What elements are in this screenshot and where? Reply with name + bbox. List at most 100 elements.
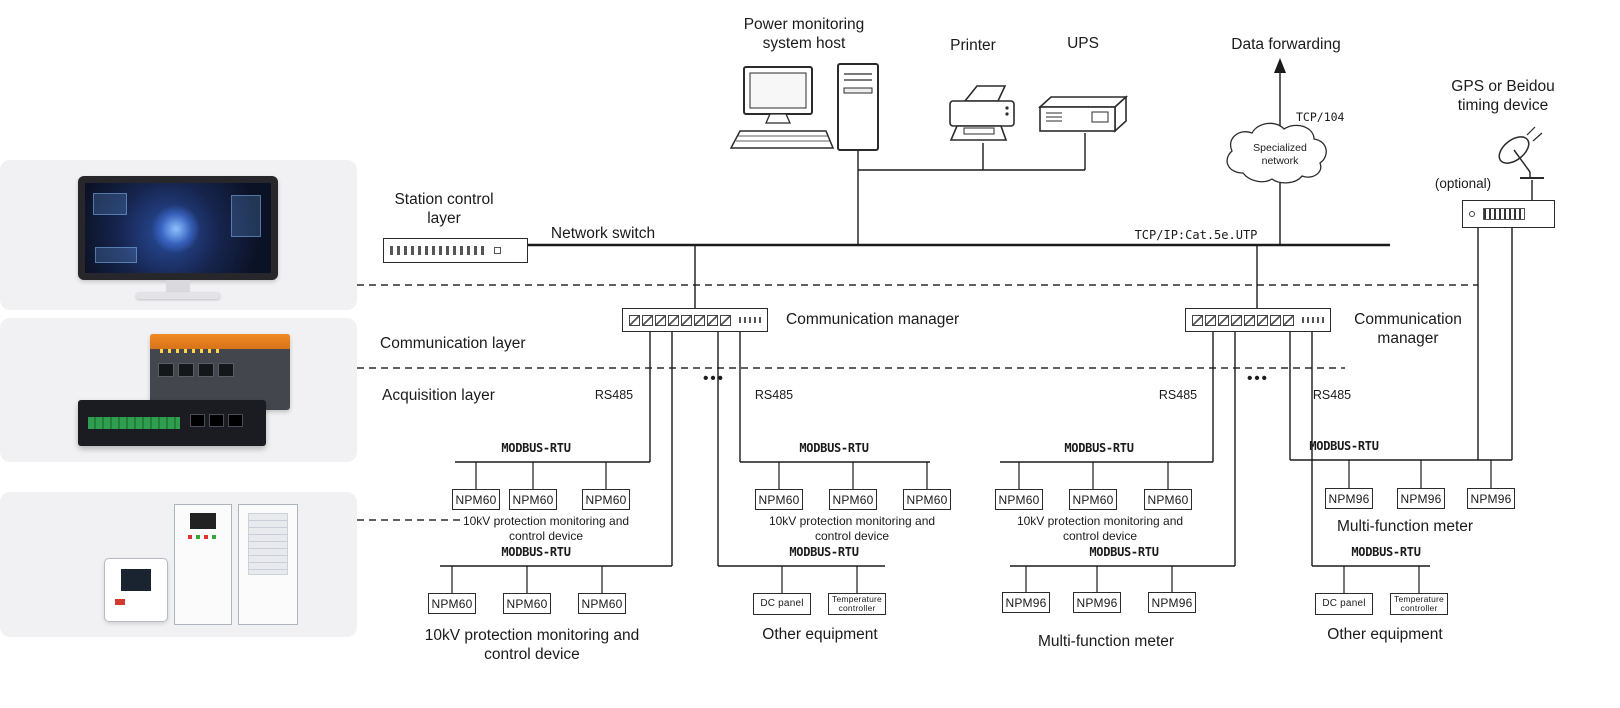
printer-illustration (949, 85, 1015, 141)
acquisition-layer-label: Acquisition layer (382, 387, 495, 404)
modbus-label: MODBUS-RTU (1089, 545, 1159, 559)
timing-device-grill (1483, 208, 1525, 220)
device-npm60: NPM60 (582, 489, 630, 510)
modbus-label: MODBUS-RTU (501, 545, 571, 559)
rs485-label: RS485 (1312, 388, 1352, 402)
modbus-label: MODBUS-RTU (501, 441, 571, 455)
optional-label: (optional) (1434, 176, 1492, 191)
meter-panel-illustration (104, 558, 168, 622)
switch-leds (160, 349, 220, 353)
group-caption: 10kV protection monitoring and control d… (768, 514, 936, 543)
comm-manager-device-left (622, 308, 768, 332)
product-image-hmi-monitor (0, 160, 357, 310)
ups-label: UPS (1067, 35, 1099, 52)
comm-manager-leds (739, 317, 761, 323)
group-caption: Multi-function meter (1336, 518, 1474, 535)
rs485-label: RS485 (754, 388, 794, 402)
rack-ports (190, 414, 247, 432)
timing-device-port (1469, 211, 1475, 217)
device-npm96: NPM96 (1467, 488, 1515, 509)
modbus-label: MODBUS-RTU (799, 441, 869, 455)
comm-manager-device-right (1185, 308, 1331, 332)
device-npm96: NPM96 (1073, 592, 1121, 613)
comm-manager-ports (1192, 314, 1294, 326)
communication-layer-label: Communication layer (380, 335, 526, 352)
comm-manager-left-label: Communication manager (786, 311, 960, 328)
cloud-shape (1226, 122, 1327, 184)
comm-manager-ports (629, 314, 731, 326)
switch-orange-top (150, 334, 290, 349)
comm-manager-right-label: Communication manager (1354, 311, 1462, 348)
modbus-label: MODBUS-RTU (1064, 441, 1134, 455)
device-npm96: NPM96 (1148, 592, 1196, 613)
satellite-dish-icon (1498, 126, 1544, 179)
device-temperature-controller: Temperature controller (1390, 593, 1448, 615)
group-caption: Other equipment (762, 626, 878, 643)
modbus-label: MODBUS-RTU (1309, 439, 1379, 453)
host-computer-illustration (729, 63, 879, 151)
cabinet-grid (248, 513, 288, 575)
up-arrow-icon (1274, 58, 1286, 73)
cabinet-illustration (174, 504, 232, 625)
rack-switch-illustration (78, 400, 266, 446)
monitor-illustration (78, 176, 278, 280)
device-npm60: NPM60 (829, 489, 877, 510)
more-ports-dots: ••• (703, 370, 725, 387)
switch-ports (150, 353, 290, 387)
rs485-label: RS485 (594, 388, 634, 402)
network-switch-label: Network switch (550, 225, 656, 242)
din-rail-switch-illustration (150, 334, 290, 410)
cloud-label: Specialized network (1253, 142, 1307, 168)
layer-separator-lines (357, 284, 1478, 521)
product-image-cabinets (0, 492, 357, 637)
device-npm60: NPM60 (755, 489, 803, 510)
device-npm60: NPM60 (995, 489, 1043, 510)
device-npm60: NPM60 (1144, 489, 1192, 510)
cabinet-illustration (238, 504, 298, 625)
rs485-label: RS485 (1158, 388, 1198, 402)
screen-widget (93, 193, 127, 215)
network-switch-device (383, 238, 528, 263)
device-temperature-controller: Temperature controller (828, 593, 886, 615)
modbus-label: MODBUS-RTU (1351, 545, 1421, 559)
gps-label: GPS or Beidou timing device (1451, 78, 1555, 115)
device-npm60: NPM60 (903, 489, 951, 510)
bus-protocol-label: TCP/IP:Cat.5e.UTP (1134, 228, 1258, 242)
group-caption: Other equipment (1327, 626, 1443, 643)
device-drop-lines (451, 460, 1492, 593)
station-layer-label: Station control layer (394, 191, 494, 228)
device-npm96: NPM96 (1002, 592, 1050, 613)
device-npm60: NPM60 (428, 593, 476, 614)
comm-manager-leds (1302, 317, 1324, 323)
cabinet-screen (190, 513, 216, 529)
terminal-block (88, 417, 180, 429)
timing-device (1462, 200, 1555, 228)
screen-glow (151, 204, 200, 253)
device-npm60: NPM60 (578, 593, 626, 614)
device-dc-panel: DC panel (1315, 593, 1373, 615)
cabinet-leds (188, 535, 218, 539)
screen-widget (95, 247, 137, 263)
meter-button (115, 599, 125, 605)
tcp104-label: TCP/104 (1296, 110, 1345, 124)
device-npm60: NPM60 (503, 593, 551, 614)
screen-widget (231, 195, 261, 237)
product-image-industrial-switch (0, 318, 357, 462)
monitor-stand (166, 280, 190, 292)
more-ports-dots: ••• (1247, 370, 1269, 387)
ups-illustration (1037, 95, 1129, 133)
device-npm96: NPM96 (1397, 488, 1445, 509)
device-npm96: NPM96 (1325, 488, 1373, 509)
monitor-base (136, 292, 220, 299)
printer-label: Printer (950, 37, 996, 54)
group-caption: Multi-function meter (1037, 633, 1175, 650)
modbus-label: MODBUS-RTU (789, 545, 859, 559)
device-npm60: NPM60 (1069, 489, 1117, 510)
device-npm60: NPM60 (452, 489, 500, 510)
meter-screen (121, 569, 151, 591)
host-label: Power monitoring system host (743, 16, 865, 53)
switch-port-row (390, 246, 486, 255)
device-npm60: NPM60 (509, 489, 557, 510)
